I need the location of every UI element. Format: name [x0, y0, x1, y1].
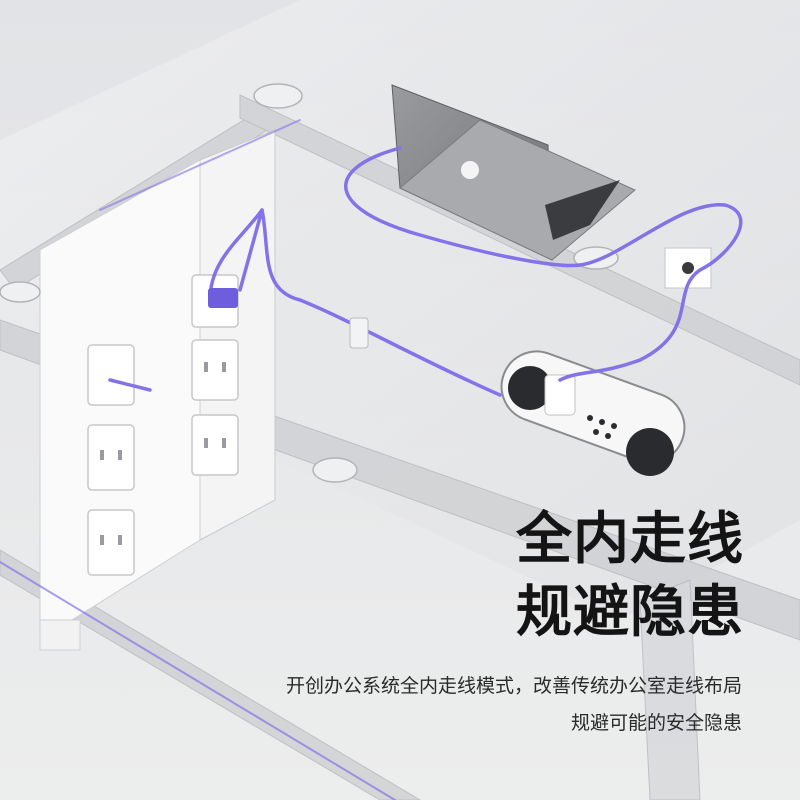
description-line-1: 开创办公系统全内走线模式，改善传统办公室走线布局 — [285, 675, 742, 697]
headline-line-2: 规避隐患 — [516, 580, 744, 645]
description-line-2: 规避可能的安全隐患 — [570, 712, 742, 734]
glass-leg — [639, 579, 701, 800]
cable-grommets — [0, 83, 619, 483]
desk-power-strip — [500, 350, 686, 476]
apple-logo-icon — [461, 161, 479, 179]
power-plug — [208, 288, 238, 308]
apple-logo-icon — [682, 262, 694, 274]
laptop — [391, 84, 636, 261]
cable-clip — [349, 317, 369, 349]
usb-charger — [544, 374, 576, 416]
cables — [0, 119, 743, 800]
headline-line-1: 全内走线 — [516, 507, 744, 572]
